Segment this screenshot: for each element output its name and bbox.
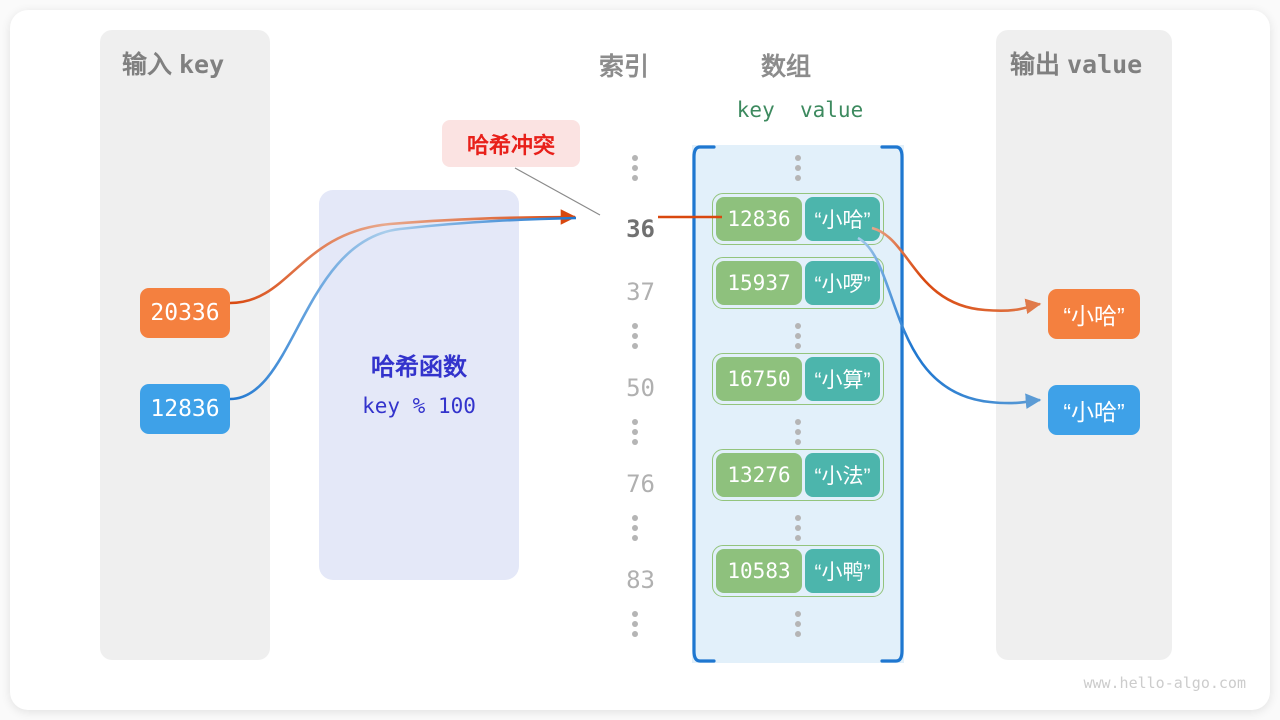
- output-title-cn: 输出: [1010, 51, 1061, 79]
- input-panel-title: 输入 key: [122, 45, 224, 81]
- index-label-37: 37: [626, 278, 655, 306]
- hash-function-formula: key % 100: [362, 394, 476, 418]
- array-ellipsis-top: [793, 155, 803, 181]
- bucket-key-50: 16750: [716, 357, 802, 401]
- bucket-row-83: 10583 “小鸭”: [712, 545, 884, 597]
- input-key-1: 12836: [140, 384, 230, 434]
- key-value-heading: key value: [736, 98, 864, 122]
- index-label-36: 36: [626, 215, 655, 243]
- index-label-83: 83: [626, 566, 655, 594]
- bucket-value-50: “小算”: [805, 357, 880, 401]
- bucket-value-36: “小哈”: [805, 197, 880, 241]
- array-ellipsis-3: [793, 515, 803, 541]
- index-label-76: 76: [626, 470, 655, 498]
- output-panel: [996, 30, 1172, 660]
- bucket-value-37: “小啰”: [805, 261, 880, 305]
- bucket-value-76: “小法”: [805, 453, 880, 497]
- bucket-key-37: 15937: [716, 261, 802, 305]
- bucket-key-76: 13276: [716, 453, 802, 497]
- input-key-0: 20336: [140, 288, 230, 338]
- output-panel-title: 输出 value: [1010, 45, 1142, 81]
- diagram-canvas: 输入 key 输出 value 索引 数组 key value 哈希函数 key…: [10, 10, 1270, 710]
- index-ellipsis-2: [630, 419, 640, 445]
- bucket-row-36: 12836 “小哈”: [712, 193, 884, 245]
- watermark: www.hello-algo.com: [1083, 674, 1246, 692]
- array-ellipsis-bottom: [793, 611, 803, 637]
- bucket-key-36: 12836: [716, 197, 802, 241]
- input-title-mono: key: [178, 50, 225, 79]
- hash-function-title: 哈希函数: [371, 354, 467, 381]
- output-title-mono: value: [1066, 50, 1143, 79]
- array-ellipsis-2: [793, 419, 803, 445]
- index-ellipsis-bottom: [630, 611, 640, 637]
- array-column-heading: 数组: [761, 53, 812, 81]
- bucket-key-83: 10583: [716, 549, 802, 593]
- index-label-50: 50: [626, 374, 655, 402]
- bucket-value-83: “小鸭”: [805, 549, 880, 593]
- hash-function-box: [319, 190, 519, 580]
- bucket-row-50: 16750 “小算”: [712, 353, 884, 405]
- hash-collision-badge: 哈希冲突: [442, 120, 580, 167]
- output-value-0: “小哈”: [1048, 289, 1140, 339]
- index-column-heading: 索引: [599, 53, 650, 81]
- array-ellipsis-1: [793, 323, 803, 349]
- bucket-row-37: 15937 “小啰”: [712, 257, 884, 309]
- output-value-1: “小哈”: [1048, 385, 1140, 435]
- index-ellipsis-3: [630, 515, 640, 541]
- index-ellipsis-1: [630, 323, 640, 349]
- bucket-row-76: 13276 “小法”: [712, 449, 884, 501]
- input-panel: [100, 30, 270, 660]
- input-title-cn: 输入: [122, 51, 173, 79]
- index-ellipsis-top: [630, 155, 640, 181]
